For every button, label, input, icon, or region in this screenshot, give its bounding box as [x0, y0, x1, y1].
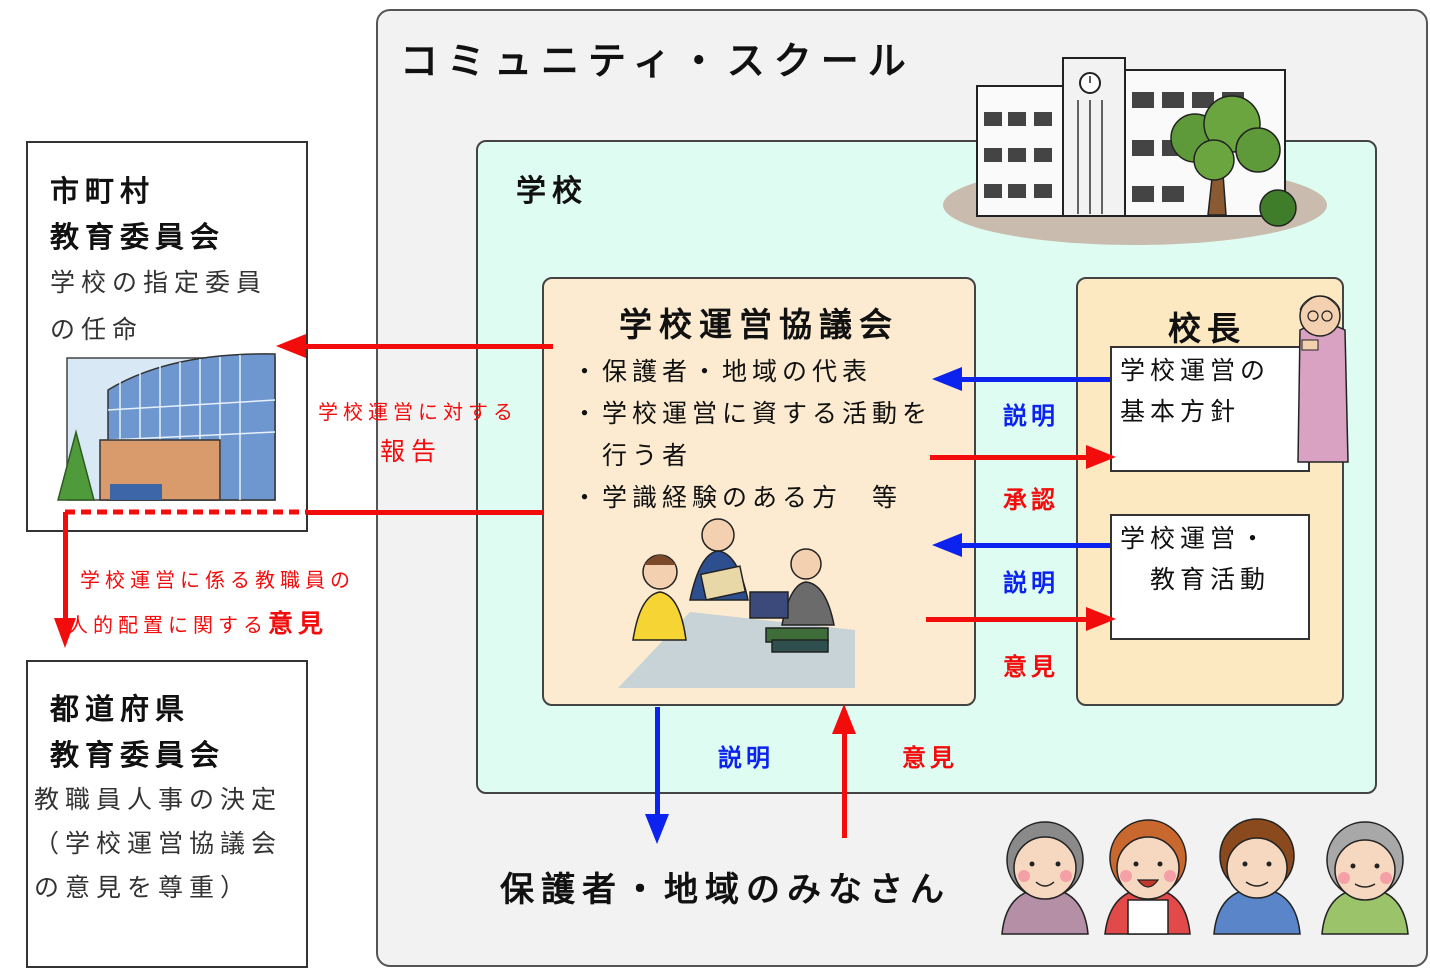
prefectural-board-text-3: の意見を尊重）: [34, 873, 252, 902]
opinion-label-1: 学校運営に係る教職員の: [80, 568, 355, 592]
report-label-2: 報告: [380, 437, 443, 466]
activities-box: [1110, 514, 1310, 640]
municipal-board-title-2: 教育委員会: [50, 220, 226, 254]
explain-label-1: 説明: [1003, 402, 1059, 430]
council-member-3: 行う者: [572, 441, 693, 470]
council-member-4: ・学識経験のある方 等: [572, 483, 903, 512]
community-school-title: コミュニティ・スクール: [400, 39, 915, 83]
municipal-board-text-1: 学校の指定委員: [50, 268, 268, 297]
activities-line-2: 教育活動: [1120, 565, 1271, 594]
prefectural-board-box: [26, 660, 308, 968]
prefectural-board-title-2: 教育委員会: [50, 738, 226, 772]
opinion-label-2-text: 人的配置に関する: [68, 613, 268, 637]
opinion-label-2: 人的配置に関する意見: [68, 604, 328, 640]
policy-line-2: 基本方針: [1120, 397, 1241, 426]
approve-label: 承認: [1003, 486, 1059, 514]
policy-box: [1110, 346, 1310, 472]
explain-label-2: 説明: [1003, 569, 1059, 597]
council-title: 学校運営協議会: [619, 305, 899, 344]
policy-line-1: 学校運営の: [1120, 356, 1271, 385]
prefectural-board-text-1: 教職員人事の決定: [34, 785, 283, 814]
municipal-board-title-1: 市町村: [50, 174, 156, 208]
principal-title: 校長: [1168, 309, 1246, 348]
council-member-2: ・学校運営に資する活動を: [572, 399, 933, 428]
activities-line-1: 学校運営・: [1120, 524, 1271, 553]
opinion-label-bottom: 意見: [902, 744, 958, 772]
school-title: 学校: [516, 174, 588, 209]
explain-label-bottom: 説明: [718, 744, 774, 772]
report-label-1: 学校運営に対する: [318, 400, 518, 424]
residents-title: 保護者・地域のみなさん: [500, 870, 951, 910]
prefectural-board-title-1: 都道府県: [50, 692, 191, 726]
opinion-label-emph: 意見: [268, 609, 329, 638]
municipal-board-text-2: の任命: [50, 315, 144, 344]
council-member-1: ・保護者・地域の代表: [572, 357, 873, 386]
prefectural-board-text-2: （学校運営協議会: [34, 829, 283, 858]
opinion-label-principal: 意見: [1003, 653, 1059, 681]
